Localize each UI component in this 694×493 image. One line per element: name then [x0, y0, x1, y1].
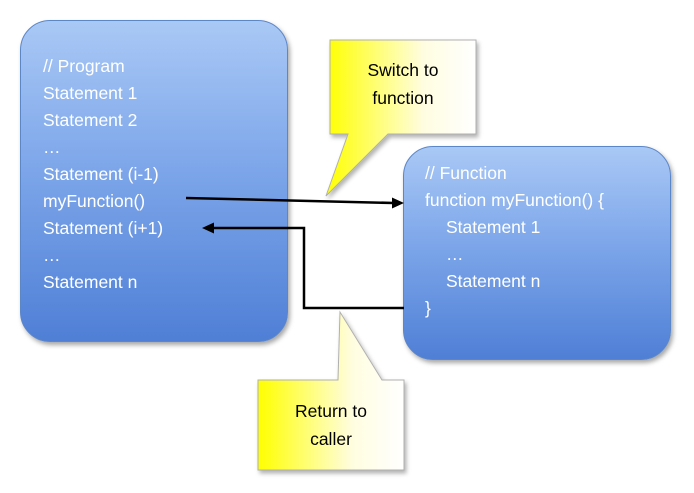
program-ellipsis-1: …: [43, 137, 61, 157]
program-statement-1: Statement 1: [43, 83, 138, 103]
program-box: // Program Statement 1 Statement 2 … Sta…: [20, 20, 288, 342]
program-statement-2: Statement 2: [43, 110, 138, 130]
program-function-call: myFunction(): [43, 191, 146, 211]
function-statement-1: Statement 1: [446, 217, 541, 237]
function-ellipsis: …: [446, 244, 464, 264]
callout-switch-shape: [325, 39, 477, 197]
function-closing-brace: }: [425, 298, 431, 318]
callout-switch-line-1: Switch to: [367, 60, 439, 80]
function-box: // Function function myFunction() { Stat…: [403, 146, 671, 360]
callout-return-text: Return to caller: [258, 397, 404, 453]
return-arrow: [202, 222, 404, 310]
callout-return-line-1: Return to: [295, 401, 367, 421]
callout-switch-line-2: function: [372, 88, 434, 108]
program-statement-i-minus-1: Statement (i-1): [43, 164, 159, 184]
callout-return-shape: [257, 310, 405, 471]
program-statement-n: Statement n: [43, 272, 138, 292]
callout-return-line-2: caller: [310, 429, 352, 449]
program-comment: // Program: [43, 56, 125, 76]
function-statement-n: Statement n: [446, 271, 541, 291]
function-comment: // Function: [425, 163, 507, 183]
call-arrow: [185, 196, 404, 209]
program-ellipsis-2: …: [43, 245, 61, 265]
function-declaration: function myFunction() {: [425, 190, 604, 210]
callout-switch-text: Switch to function: [330, 56, 476, 112]
program-statement-i-plus-1: Statement (i+1): [43, 218, 164, 238]
